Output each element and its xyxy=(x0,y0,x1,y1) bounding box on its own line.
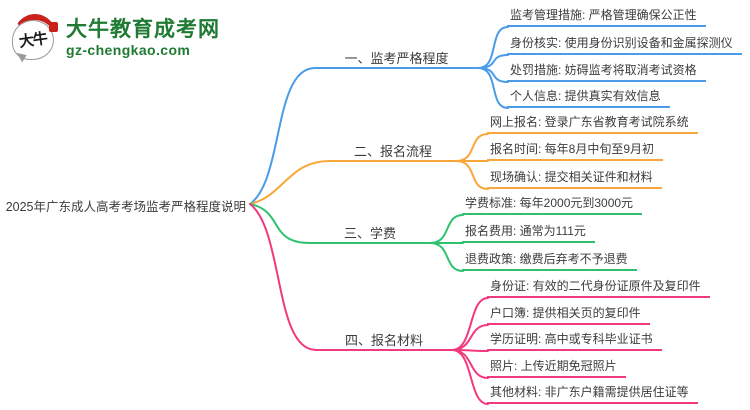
branch-3-connector xyxy=(249,203,431,244)
branch-2-item-3: 现场确认: 提交相关证件和材料 xyxy=(487,169,662,189)
branch-4-item-4-connector xyxy=(451,349,489,379)
branch-1-label: 一、监考严格程度 xyxy=(344,51,449,66)
branch-1-item-1: 监考管理措施: 严格管理确保公正性 xyxy=(507,7,706,27)
branch-4-item-3-connector xyxy=(451,349,489,352)
branch-4-item-5-connector xyxy=(451,349,489,405)
branch-1-item-3-connector xyxy=(477,67,509,83)
site-logo[interactable]: 大牛 大牛教育成考网 gz-chengkao.com xyxy=(12,14,220,63)
branch-1-connector xyxy=(249,67,479,205)
branch-3-item-1: 学费标准: 每年2000元到3000元 xyxy=(462,195,643,215)
branch-4-item-1-connector xyxy=(451,297,489,351)
logo-brand-text: 大牛教育成考网 xyxy=(66,17,220,41)
branch-3-item-3: 退费政策: 缴费后弃考不予退费 xyxy=(462,251,637,271)
branch-1-item-3: 处罚措施: 妨碍监考将取消考试资格 xyxy=(507,62,706,82)
branch-1-item-1-connector xyxy=(477,26,509,69)
logo-bubble-tail xyxy=(15,53,27,63)
branch-4-label: 四、报名材料 xyxy=(344,333,424,348)
branch-4-item-3: 学历证明: 高中或专科毕业证书 xyxy=(487,331,662,351)
branch-2-label: 二、报名流程 xyxy=(353,144,433,159)
logo-speech-bubble-icon: 大牛 xyxy=(12,20,54,60)
branch-4-item-2: 户口簿: 提供相关页的复印件 xyxy=(487,305,650,325)
branch-4-item-1: 身份证: 有效的二代身份证原件及复印件 xyxy=(487,278,710,298)
branch-3-label: 三、学费 xyxy=(343,226,397,241)
logo-red-arc-icon xyxy=(13,14,57,38)
branch-3-item-2: 报名费用: 通常为111元 xyxy=(462,223,595,243)
branch-4-item-2-connector xyxy=(451,324,489,351)
branch-2-item-3-connector xyxy=(455,160,489,190)
logo-domain-text: gz-chengkao.com xyxy=(66,41,191,58)
branch-1-item-4-connector xyxy=(477,67,509,109)
branch-2-item-1: 网上报名: 登录广东省教育考试院系统 xyxy=(487,114,698,134)
branch-2-item-2: 报名时间: 每年8月中旬至9月初 xyxy=(487,141,664,161)
branch-4-item-4: 照片: 上传近期免冠照片 xyxy=(487,358,626,378)
branch-3-item-3-connector xyxy=(429,242,464,272)
logo-red-seal-icon xyxy=(49,22,58,32)
daniu-logo-icon: 大牛 xyxy=(12,14,58,63)
branch-1-item-2: 身份核实: 使用身份识别设备和金属探测仪 xyxy=(507,35,742,55)
logo-icon-text: 大牛 xyxy=(17,28,49,51)
mindmap-root-title: 2025年广东成人高考考场监考严格程度说明 xyxy=(5,200,246,214)
branch-2-item-1-connector xyxy=(455,133,489,162)
branch-1-item-4: 个人信息: 提供真实有效信息 xyxy=(507,88,670,108)
branch-2-connector xyxy=(249,160,457,205)
branch-1-item-2-connector xyxy=(477,54,509,69)
branch-4-item-5: 其他材料: 非广东户籍需提供居住证等 xyxy=(487,384,698,404)
branch-3-item-1-connector xyxy=(429,214,464,244)
